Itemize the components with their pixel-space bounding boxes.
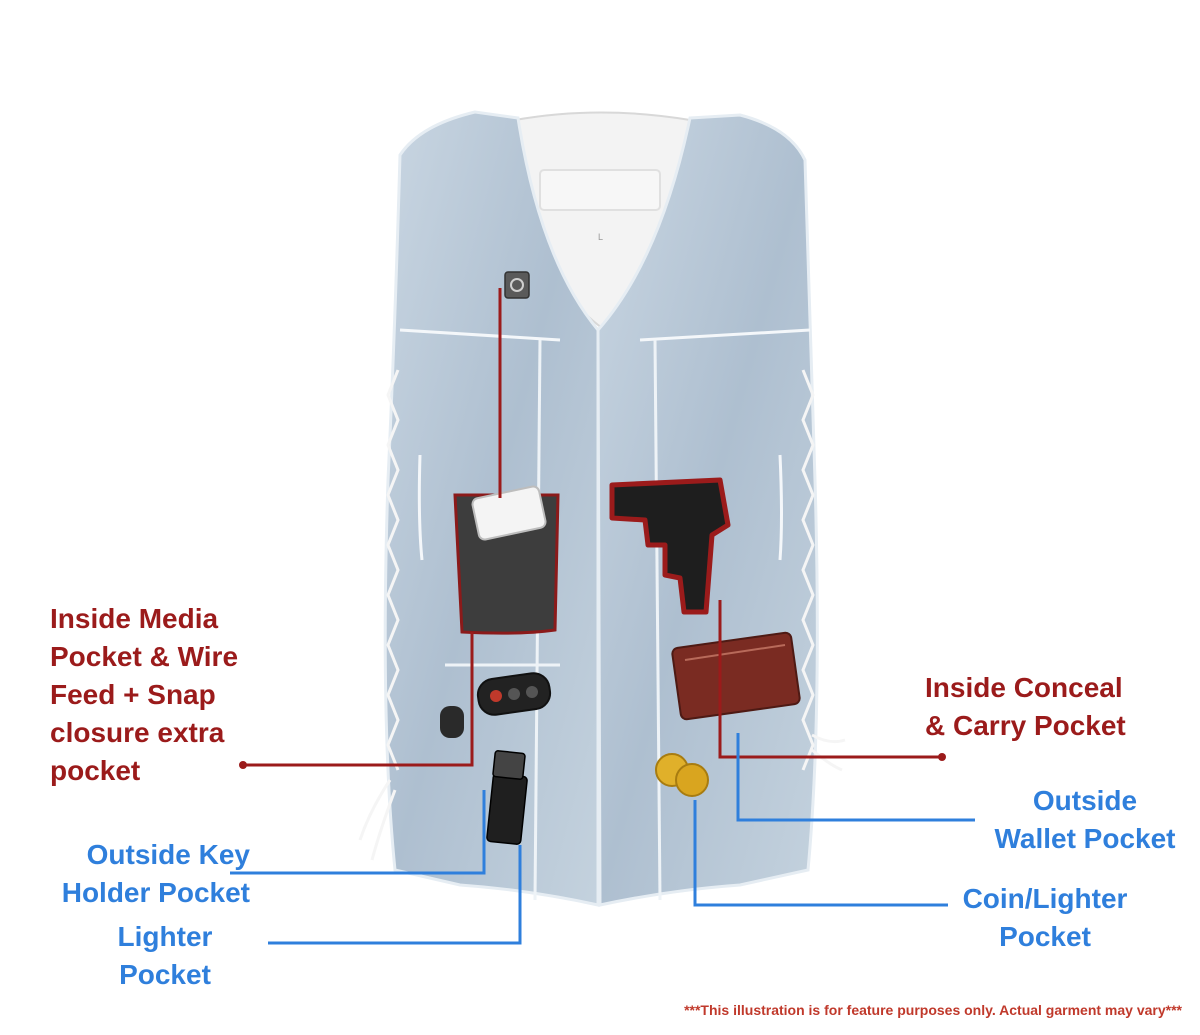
key-fob-button-red (490, 690, 502, 702)
lighter-pocket-callout-line (268, 845, 522, 945)
phone-icon (471, 485, 547, 541)
wallet-pocket-callout-line (736, 733, 975, 822)
media-pocket-label-line-5: pocket (50, 755, 141, 786)
media-pocket-label-line-4: closure extra (50, 717, 225, 748)
wallet-pocket-label-line-1: Outside (1032, 785, 1138, 816)
wallet-pocket-label-line-2: Wallet Pocket (994, 823, 1176, 854)
lighter-pocket-label-line-2: Pocket (119, 959, 211, 990)
key-pocket-label-line-2: Holder Pocket (61, 877, 250, 908)
size-tag: L (598, 232, 603, 242)
conceal-pocket-callout-dot (938, 753, 946, 761)
disclaimer-text: ***This illustration is for feature purp… (684, 1002, 1182, 1018)
snap-ring (510, 278, 524, 292)
coin-pocket-label-line-2: Pocket (999, 921, 1091, 952)
coin-pocket-label-line-1: Coin/Lighter (962, 883, 1128, 914)
conceal-pocket-callout-line (718, 600, 942, 759)
lighter-pocket-label: Lighter Pocket (90, 918, 240, 994)
lighter-icon (486, 773, 528, 845)
lighter-top (492, 750, 526, 780)
brand-tag (539, 169, 661, 211)
key-pocket-label-line-1: Outside Key (86, 839, 250, 870)
coin-pocket-callout-line (693, 800, 948, 907)
media-pocket-callout-line (243, 288, 502, 767)
media-pocket-label: Inside Media Pocket & Wire Feed + Snap c… (50, 600, 238, 790)
conceal-pocket-label-line-2: & Carry Pocket (925, 710, 1126, 741)
lighter-pocket-label-line-1: Lighter (117, 921, 213, 952)
key-fob-button-lock (508, 688, 520, 700)
media-pocket-label-line-3: Feed + Snap (50, 679, 216, 710)
left-welt (417, 454, 424, 561)
right-welt (778, 454, 783, 561)
left-yoke-stitch (399, 328, 561, 342)
key-pocket-label: Outside Key Holder Pocket (20, 836, 250, 912)
wallet-icon (671, 631, 801, 721)
snap-closure (504, 271, 530, 299)
conceal-pocket-label: Inside Conceal & Carry Pocket (925, 669, 1126, 745)
wallet-stitch (684, 644, 786, 661)
coin-pocket-label: Coin/Lighter Pocket (945, 880, 1145, 956)
left-lacing (358, 369, 400, 861)
key-pocket-callout-line (230, 790, 486, 875)
coin-icon-2 (675, 763, 709, 797)
pistol-icon (609, 477, 731, 615)
media-pocket-label-line-1: Inside Media (50, 603, 219, 634)
car-key-icon (440, 706, 464, 738)
key-fob-button-unlock (526, 686, 538, 698)
conceal-pocket-label-line-1: Inside Conceal (925, 672, 1123, 703)
media-pocket-callout-dot (239, 761, 247, 769)
right-yoke-stitch (639, 328, 811, 342)
right-lacing (801, 369, 846, 772)
media-pocket-label-line-2: Pocket & Wire (50, 641, 239, 672)
right-seam (653, 339, 662, 901)
wallet-pocket-label: Outside Wallet Pocket (975, 782, 1195, 858)
